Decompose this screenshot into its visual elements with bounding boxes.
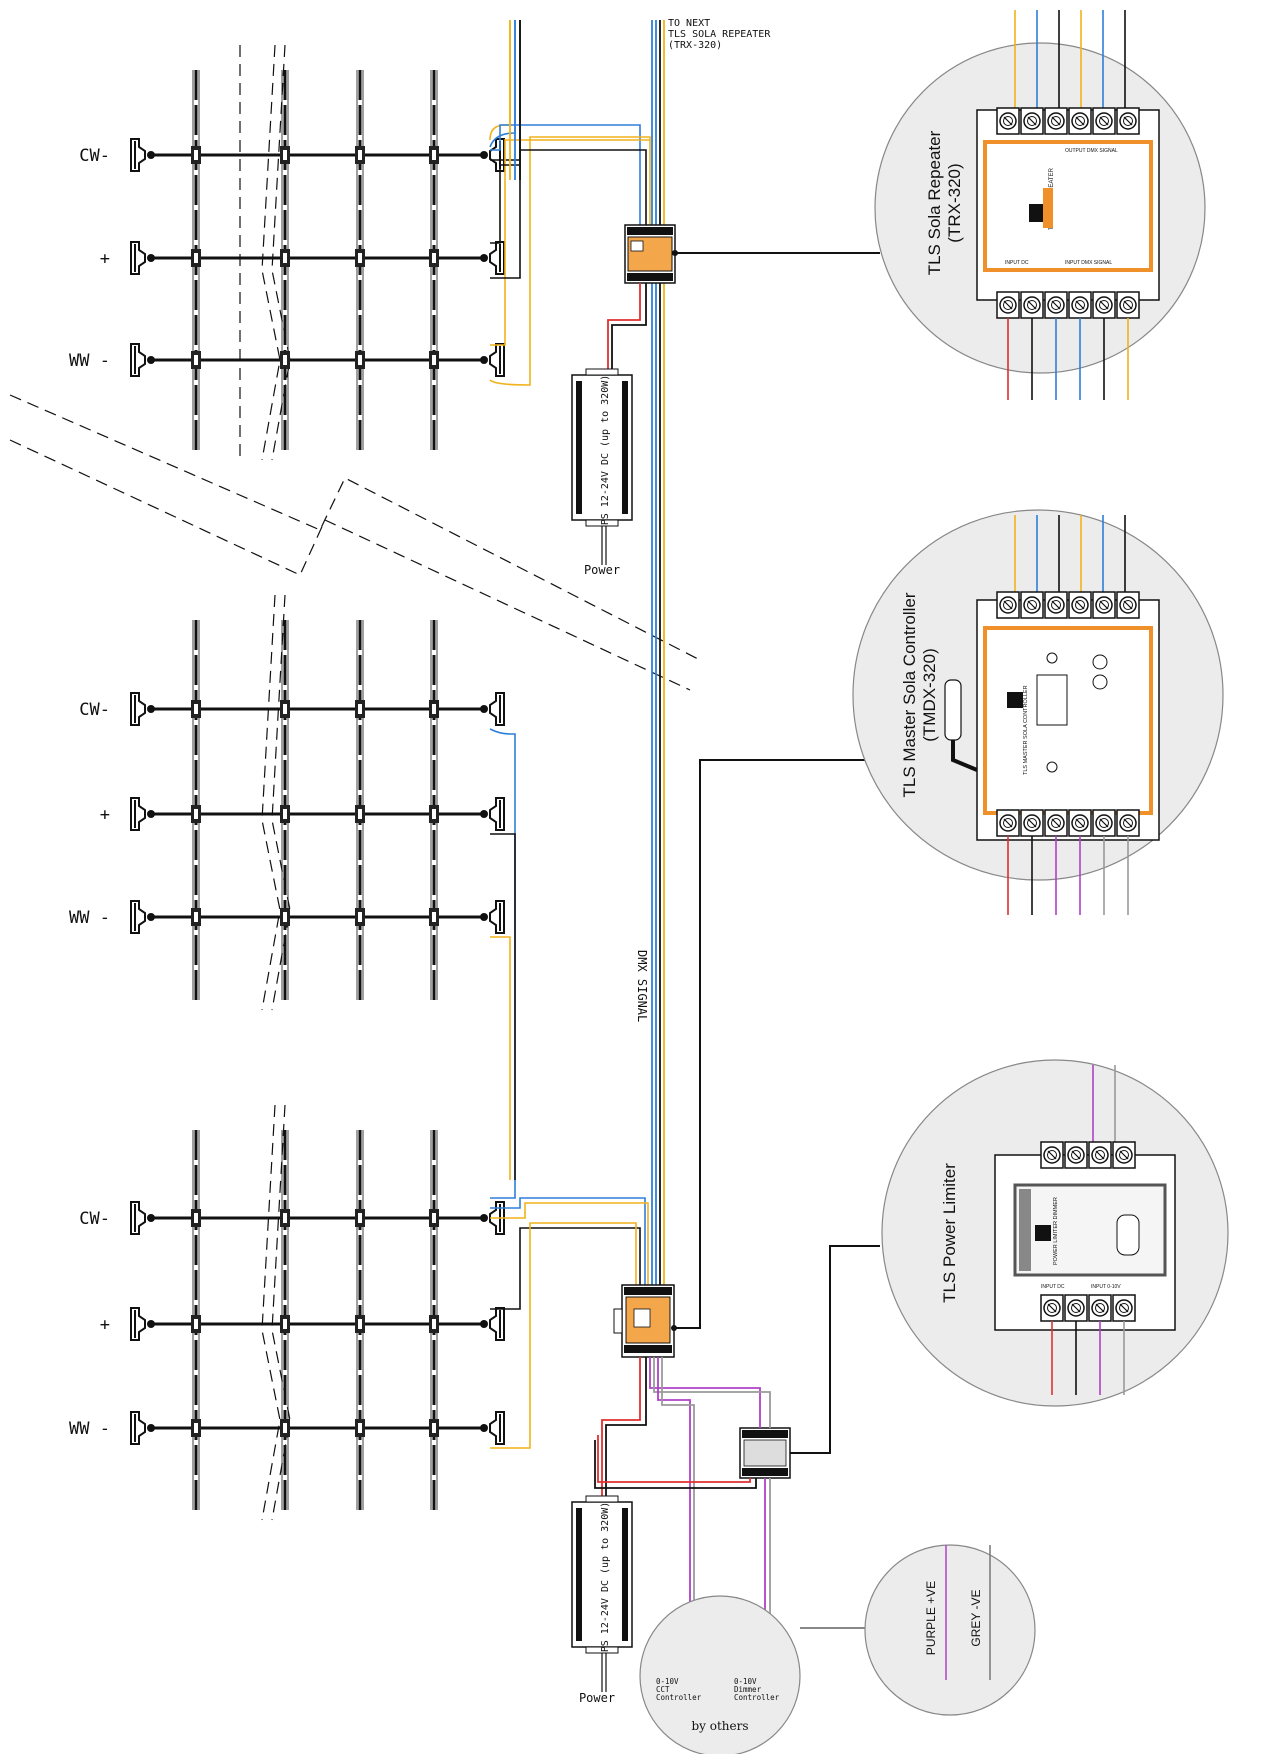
dimmer-line-3: Controller xyxy=(734,1693,780,1702)
dmx-bus-wires xyxy=(509,20,665,1300)
detail-repeater-title: TLS Sola Repeater xyxy=(925,130,944,275)
led-strip-grids: CW- + WW - CW- + WW - CW- + WW - xyxy=(69,20,651,1521)
strip-wiring-3 xyxy=(490,1180,649,1449)
power-supply-bottom: PS 12-24V DC (up to 320W) xyxy=(571,1495,633,1654)
to-next-line-1: TO NEXT xyxy=(668,18,710,29)
legend-grey-label: GREY -VE xyxy=(969,1589,983,1646)
power-limiter-device[interactable] xyxy=(739,1427,791,1479)
by-others-circle: 0-10V CCT Controller 0-10V Dimmer Contro… xyxy=(639,1595,801,1754)
break-lines xyxy=(9,394,701,691)
wire-legend: PURPLE +VE GREY -VE xyxy=(864,1544,1036,1716)
cct-line-1: 0-10V xyxy=(656,1677,679,1686)
repeater-terminal-bottom: INPUT DMX SIGNAL xyxy=(1065,260,1112,266)
detail-controller-model: (TMDX-320) xyxy=(920,648,939,742)
strip-label-plus: + xyxy=(100,805,110,825)
power-caption-bottom: Power xyxy=(579,1691,615,1705)
to-next-line-3: (TRX-320) xyxy=(668,40,722,51)
strip-label-cw: CW- xyxy=(79,146,110,166)
dmx-signal-label: DMX SIGNAL xyxy=(635,950,649,1022)
led-section-1: CW- + WW - xyxy=(69,20,651,461)
power-supply-top: PS 12-24V DC (up to 320W) xyxy=(571,368,633,527)
controller-device[interactable] xyxy=(613,1284,675,1358)
detail-limiter-circle: POWER LIMITER DIMMER INPUT DC INPUT 0-10… xyxy=(881,1059,1229,1407)
controller-device-label: TLS MASTER SOLA CONTROLLER xyxy=(1023,685,1029,775)
repeater-input-dc: INPUT DC xyxy=(1005,260,1029,266)
detail-repeater-model: (TRX-320) xyxy=(945,163,964,242)
by-others-caption: by others xyxy=(691,1719,748,1733)
legend-purple-label: PURPLE +VE xyxy=(924,1581,938,1655)
repeater-terminal-top: OUTPUT DMX SIGNAL xyxy=(1065,148,1118,154)
cct-line-2: CCT xyxy=(656,1685,670,1694)
limiter-input-dc: INPUT DC xyxy=(1041,1284,1065,1290)
strip-wiring-2 xyxy=(489,728,516,1180)
power-supply-label-bottom: PS 12-24V DC (up to 320W) xyxy=(600,1502,611,1653)
limiter-input-010: INPUT 0-10V xyxy=(1091,1284,1121,1290)
to-next-label: TO NEXT TLS SOLA REPEATER (TRX-320) xyxy=(668,18,771,51)
strip-label-plus: + xyxy=(100,1315,110,1335)
led-section-2: CW- + WW - xyxy=(69,594,516,1180)
led-section-3: CW- + WW - xyxy=(69,1104,649,1521)
cct-line-3: Controller xyxy=(656,1693,702,1702)
repeater-device-top[interactable] xyxy=(624,224,676,284)
strip-label-plus: + xyxy=(100,249,110,269)
power-caption-top: Power xyxy=(584,563,620,577)
limiter-device-label: POWER LIMITER DIMMER xyxy=(1053,1197,1059,1265)
strip-label-cw: CW- xyxy=(79,700,110,720)
strip-label-ww: WW - xyxy=(69,351,110,371)
strip-label-ww: WW - xyxy=(69,908,110,928)
detail-repeater-circle: TLS SOLA REPEATER OUTPUT DMX SIGNAL INPU… xyxy=(874,10,1206,400)
strip-wiring-1 xyxy=(489,20,651,386)
to-next-line-2: TLS SOLA REPEATER xyxy=(668,29,771,40)
dimmer-line-1: 0-10V xyxy=(734,1677,757,1686)
detail-controller-title: TLS Master Sola Controller xyxy=(900,592,919,797)
dimmer-line-2: Dimmer xyxy=(734,1685,762,1694)
power-supply-label: PS 12-24V DC (up to 320W) xyxy=(600,375,611,526)
detail-limiter-title: TLS Power Limiter xyxy=(940,1163,959,1303)
strip-label-ww: WW - xyxy=(69,1419,110,1439)
detail-controller-circle: TLS MASTER SOLA CONTROLLER TLS Master So… xyxy=(852,509,1224,915)
strip-label-cw: CW- xyxy=(79,1209,110,1229)
